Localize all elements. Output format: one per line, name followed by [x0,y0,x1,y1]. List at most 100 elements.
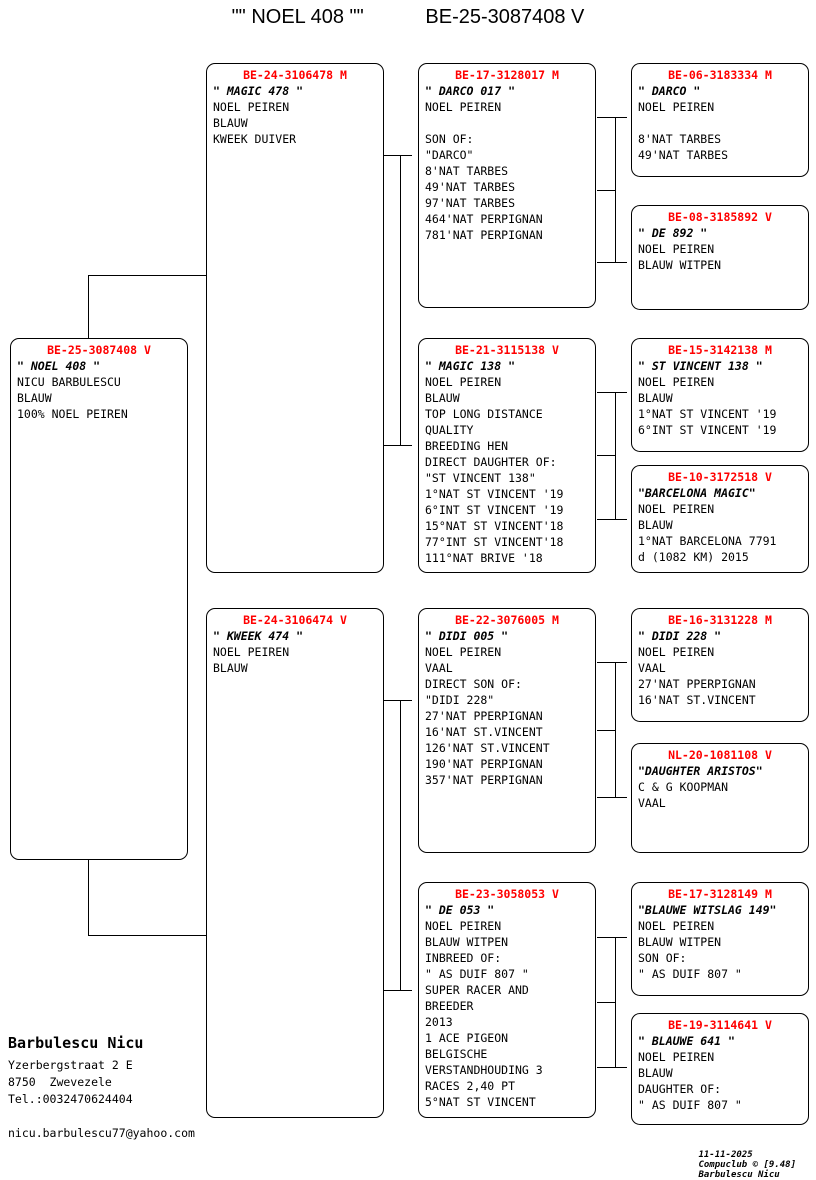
card-ring-number: BE-21-3115138 V [455,343,559,357]
card-detail-line: 49'NAT TARBES [638,148,729,162]
card-detail-line: 6°INT ST VINCENT '19 [425,503,564,517]
card-detail-line: 49'NAT TARBES [425,180,516,194]
card-alias: " BLAUWE 641 " [638,1034,735,1048]
card-detail-line: 126'NAT ST.VINCENT [425,741,550,755]
card-detail-line: BLAUW [213,661,248,675]
card-detail-line: BLAUW [638,1066,673,1080]
card-detail-line: SON OF: [425,132,474,146]
pedigree-card-dam-sire[interactable]: BE-22-3076005 M " DIDI 005 " NOEL PEIREN… [418,608,596,853]
card-detail-line: NOEL PEIREN [213,100,290,114]
card-detail-line: NOEL PEIREN [213,645,290,659]
card-ring-number: BE-17-3128149 M [668,887,772,901]
card-ring-number: BE-17-3128017 M [455,68,559,82]
card-detail-line: DIRECT SON OF: [425,677,522,691]
card-detail-line: NOEL PEIREN [425,375,502,389]
connector-damdam-to-gg7 [597,937,627,938]
card-detail-line: 1°NAT ST VINCENT '19 [638,407,777,421]
card-alias: " DE 892 " [638,226,708,240]
card-alias: " DARCO " [638,84,701,98]
connector-damsire-spine [615,662,616,797]
connector-damsire-stem [597,730,615,731]
card-detail-line: NOEL PEIREN [638,375,715,389]
card-detail-line: 15°NAT ST VINCENT'18 [425,519,564,533]
card-detail-line: "DARCO" [425,148,474,162]
card-detail-line: 111°NAT BRIVE '18 [425,551,543,565]
card-detail-line: d (1082 KM) 2015 [638,550,749,564]
card-alias: " DARCO 017 " [425,84,516,98]
card-detail-line: BLAUW WITPEN [638,258,722,272]
pedigree-card-sire[interactable]: BE-24-3106478 M " MAGIC 478 " NOEL PEIRE… [206,63,384,573]
card-detail-line: VAAL [425,661,453,675]
card-ring-number: BE-15-3142138 M [668,343,772,357]
connector-siredam-stem [597,455,615,456]
connector-sire-spine [400,155,401,445]
card-detail-line: 464'NAT PERPIGNAN [425,212,543,226]
pedigree-card-gg3[interactable]: BE-15-3142138 M " ST VINCENT 138 " NOEL … [631,338,809,452]
title-ring-number: BE-25-3087408 V [425,6,585,28]
connector-siredam-to-gg3 [597,392,627,393]
pedigree-card-gg8[interactable]: BE-19-3114641 V " BLAUWE 641 " NOEL PEIR… [631,1013,809,1125]
card-detail-line: SON OF: [638,951,687,965]
pedigree-card-gg1[interactable]: BE-06-3183334 M " DARCO " NOEL PEIREN 8'… [631,63,809,177]
card-detail-line: NOEL PEIREN [638,502,715,516]
connector-siresire-stem [597,190,615,191]
card-detail-line: 16'NAT ST.VINCENT [425,725,543,739]
title-pigeon-name: "" NOEL 408 "" [231,6,364,28]
card-detail-line: QUALITY [425,423,474,437]
card-detail-line: BLAUW [638,518,673,532]
card-ring-number: BE-10-3172518 V [668,470,772,484]
print-credit: 11-11-2025 Compuclub © [9.48] Barbulescu… [688,1140,808,1180]
pedigree-card-gg4[interactable]: BE-10-3172518 V "BARCELONA MAGIC" NOEL P… [631,465,809,573]
pedigree-card-gg2[interactable]: BE-08-3185892 V " DE 892 " NOEL PEIREN B… [631,205,809,310]
card-detail-line: DAUGHTER OF: [638,1082,722,1096]
card-detail-line: 8'NAT TARBES [425,164,509,178]
pedigree-card-dam[interactable]: BE-24-3106474 V " KWEEK 474 " NOEL PEIRE… [206,608,384,1118]
card-detail-line: 6°INT ST VINCENT '19 [638,423,777,437]
card-alias: " DIDI 228 " [638,629,722,643]
card-detail-line: 16'NAT ST.VINCENT [638,693,756,707]
owner-email[interactable]: nicu.barbulescu77@yahoo.com [8,1126,195,1140]
card-alias: " MAGIC 138 " [425,359,516,373]
card-detail-line: VAAL [638,796,666,810]
card-ring-number: BE-19-3114641 V [668,1018,772,1032]
card-detail-line: 5°NAT ST VINCENT [425,1095,536,1109]
pedigree-card-sire-sire[interactable]: BE-17-3128017 M " DARCO 017 " NOEL PEIRE… [418,63,596,308]
card-detail-line: BLAUW [17,391,52,405]
card-detail-line: BREEDING HEN [425,439,509,453]
card-detail-line: " AS DUIF 807 " [638,967,742,981]
pedigree-card-gg7[interactable]: BE-17-3128149 M "BLAUWE WITSLAG 149" NOE… [631,882,809,996]
card-ring-number: BE-24-3106474 V [243,613,347,627]
card-detail-line: 357'NAT PERPIGNAN [425,773,543,787]
pedigree-card-gg5[interactable]: BE-16-3131228 M " DIDI 228 " NOEL PEIREN… [631,608,809,722]
connector-damdam-stem [597,1002,615,1003]
card-ring-number: NL-20-1081108 V [668,748,772,762]
card-detail-line: NOEL PEIREN [638,919,715,933]
card-detail-line: 97'NAT TARBES [425,196,516,210]
card-detail-line: DIRECT DAUGHTER OF: [425,455,557,469]
card-alias: "BLAUWE WITSLAG 149" [638,903,777,917]
card-detail-line-blank [638,115,802,131]
card-alias: " DE 053 " [425,903,495,917]
connector-dam-to-damdam [382,990,412,991]
card-detail-line: 100% NOEL PEIREN [17,407,128,421]
connector-damdam-spine [615,937,616,1067]
card-detail-line: 27'NAT PPERPIGNAN [425,709,543,723]
connector-siredam-to-gg4 [597,519,627,520]
connector-dam-spine [400,700,401,990]
pedigree-card-gg6[interactable]: NL-20-1081108 V "DAUGHTER ARISTOS" C & G… [631,743,809,853]
pedigree-card-subject[interactable]: BE-25-3087408 V " NOEL 408 " NICU BARBUL… [10,338,188,860]
pedigree-card-dam-dam[interactable]: BE-23-3058053 V " DE 053 " NOEL PEIREN B… [418,882,596,1118]
connector-sire-to-siredam [382,445,412,446]
connector-dam-to-damsire [382,700,412,701]
connector-damsire-to-gg6 [597,797,627,798]
card-detail-line: NOEL PEIREN [638,1050,715,1064]
pedigree-card-sire-dam[interactable]: BE-21-3115138 V " MAGIC 138 " NOEL PEIRE… [418,338,596,573]
card-alias: " KWEEK 474 " [213,629,304,643]
card-detail-line: TOP LONG DISTANCE [425,407,543,421]
card-detail-line: KWEEK DUIVER [213,132,297,146]
card-detail-line: 190'NAT PERPIGNAN [425,757,543,771]
card-detail-line: BREEDER [425,999,474,1013]
card-detail-line: BLAUW [213,116,248,130]
card-detail-line: "ST VINCENT 138" [425,471,536,485]
card-detail-line: BLAUW WITPEN [638,935,722,949]
